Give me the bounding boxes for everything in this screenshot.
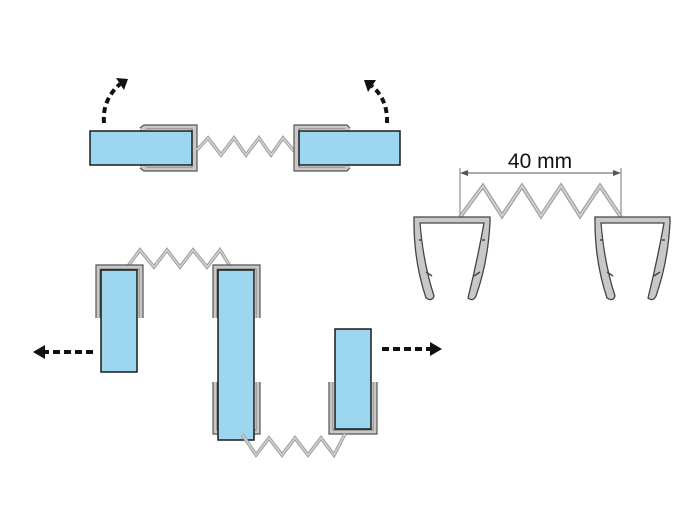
curved-arrow-up-right-icon: [370, 84, 390, 124]
left-glass-panel: [100, 269, 138, 373]
lower-zigzag-hinge: [240, 433, 347, 459]
bottom-folded-view: [33, 246, 442, 459]
curved-arrow-up-left-icon: [101, 82, 122, 124]
top-right-glass-panel: [298, 130, 401, 166]
top-flat-view: [89, 78, 401, 172]
middle-glass-panel: [217, 269, 255, 441]
left-u-channel-profile: [413, 216, 491, 301]
cross-section-view: 40 mm: [413, 150, 671, 301]
right-glass-panel: [334, 328, 372, 430]
arrowhead-right-icon: [364, 80, 376, 92]
right-u-channel-profile: [594, 216, 671, 301]
arrowhead-left-icon: [116, 78, 128, 90]
dimension-label: 40 mm: [508, 150, 572, 173]
top-left-glass-panel: [89, 130, 193, 166]
